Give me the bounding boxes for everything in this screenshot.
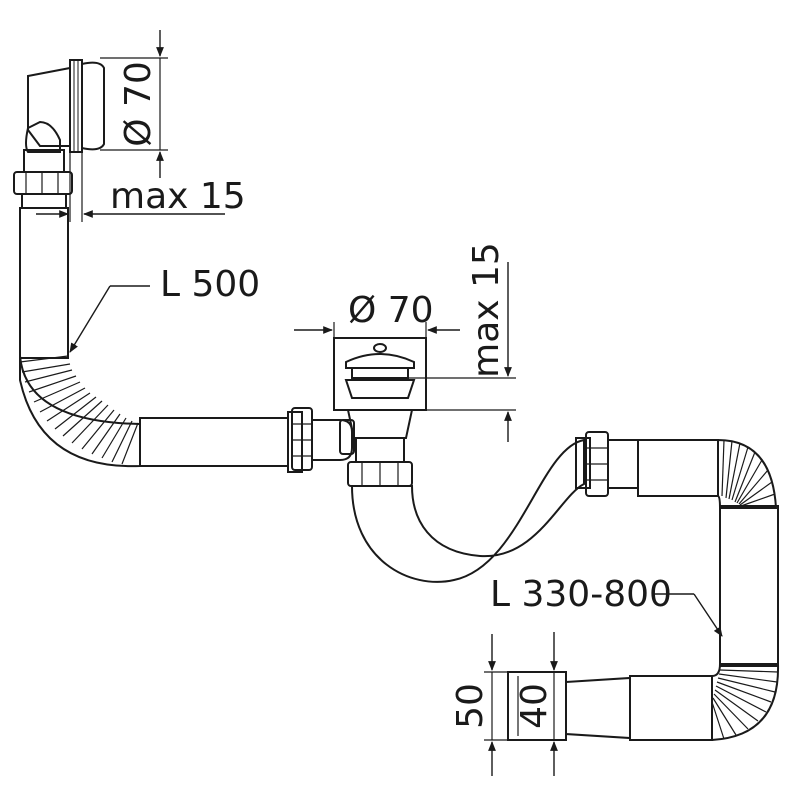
right-flex-hose: [507, 431, 780, 742]
overflow-diameter-label: Ø 70: [118, 61, 159, 147]
right-hose-length-dimension: L 330-800: [490, 574, 723, 637]
right-hose-length-label: L 330-800: [490, 574, 672, 615]
overflow-max-label: max 15: [110, 176, 246, 217]
waste-max-dimension: max 15: [408, 242, 516, 442]
waste-diameter-label: Ø 70: [348, 290, 434, 331]
left-hose-length-label: L 500: [160, 264, 260, 305]
overflow-max-dimension: max 15: [36, 150, 246, 222]
waste-strainer: [333, 337, 427, 487]
outlet-outer-label: 50: [450, 683, 491, 729]
left-flex-hose: [19, 207, 353, 473]
outlet-outer-dimension: 50: [450, 634, 508, 776]
outlet-inner-label: 40: [514, 683, 555, 729]
overflow-diameter-dimension: Ø 70: [100, 30, 168, 178]
waste-max-label: max 15: [466, 242, 507, 378]
outlet-inner-dimension: 40: [514, 632, 558, 776]
left-hose-length-dimension: L 500: [69, 264, 260, 353]
waste-diameter-dimension: Ø 70: [294, 290, 460, 338]
overflow-head: [13, 59, 105, 209]
